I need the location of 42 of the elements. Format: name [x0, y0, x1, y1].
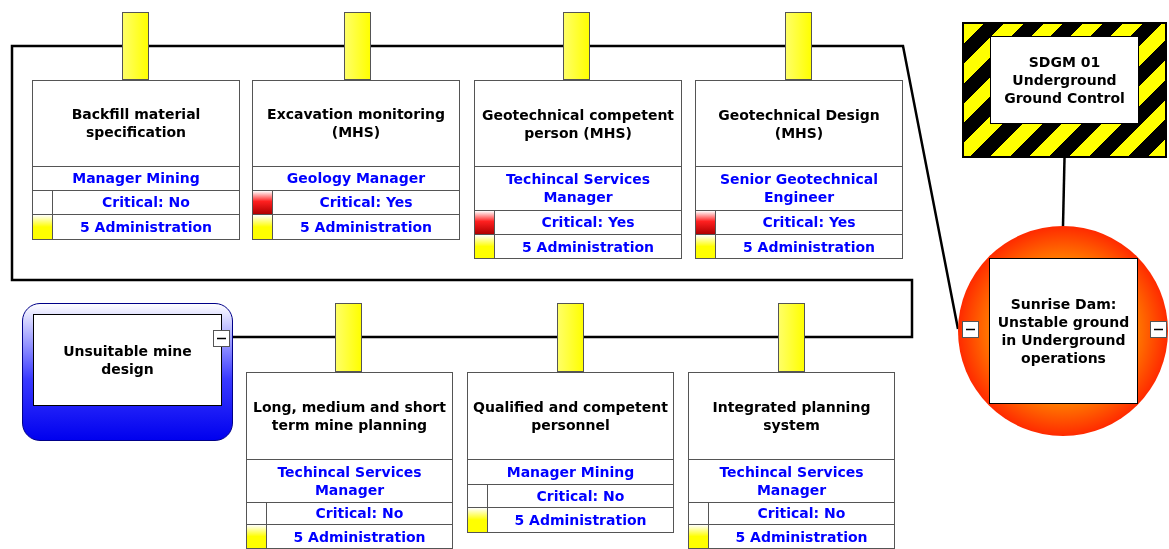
category-text: 5 Administration	[521, 237, 655, 256]
barrier-title: Long, medium and short term mine planning	[252, 398, 447, 434]
connector-line	[233, 335, 335, 339]
connector-line	[362, 335, 557, 339]
barrier-title: Geotechnical Design (MHS)	[717, 105, 881, 142]
barrier-title: Integrated planning system	[711, 398, 872, 434]
barrier-owner: Techincal Services Manager	[276, 462, 423, 499]
category-text: 5 Administration	[299, 218, 433, 237]
barrier-owner: Manager Mining	[506, 462, 635, 481]
hazard-text: SDGM 01 Underground Ground Control	[1003, 53, 1126, 107]
barrier-owner: Geology Manager	[286, 169, 426, 188]
barrier-owner: Techincal Services Manager	[718, 462, 865, 499]
connector-line	[149, 44, 344, 48]
hazard-box	[962, 22, 1167, 158]
connector-line	[590, 44, 785, 48]
connector-line	[371, 44, 563, 48]
category-text: 5 Administration	[735, 527, 868, 546]
barrier-title: Excavation monitoring (MHS)	[266, 105, 446, 142]
top-event-text: Sunrise Dam: Unstable ground in Underground operations	[996, 295, 1131, 367]
criticality-text: Critical: Yes	[319, 193, 413, 212]
criticality-text: Critical: No	[102, 193, 190, 212]
barrier-title: Qualified and competent personnel	[472, 397, 669, 434]
category-text: 5 Administration	[293, 527, 426, 546]
connector-line	[1061, 157, 1066, 227]
connector-line	[10, 44, 914, 339]
criticality-text: Critical: Yes	[541, 213, 635, 232]
category-text: 5 Administration	[742, 237, 876, 256]
connector-line	[812, 44, 960, 330]
barrier-owner: Manager Mining	[72, 169, 200, 188]
threat-text: Unsuitable mine design	[62, 342, 193, 378]
threat-box	[22, 303, 233, 441]
criticality-text: Critical: No	[315, 504, 404, 523]
barrier-title: Backfill material specification	[70, 105, 202, 142]
connector-line	[584, 335, 778, 339]
criticality-text: Critical: No	[757, 504, 846, 523]
criticality-text: Critical: Yes	[762, 213, 856, 232]
criticality-text: Critical: No	[536, 486, 625, 505]
barrier-owner: Techincal Services Manager	[504, 170, 652, 207]
category-text: 5 Administration	[79, 218, 213, 237]
barrier-owner: Senior Geotechnical Engineer	[718, 170, 880, 207]
category-text: 5 Administration	[514, 511, 647, 530]
barrier-title: Geotechnical competent person (MHS)	[480, 105, 676, 142]
